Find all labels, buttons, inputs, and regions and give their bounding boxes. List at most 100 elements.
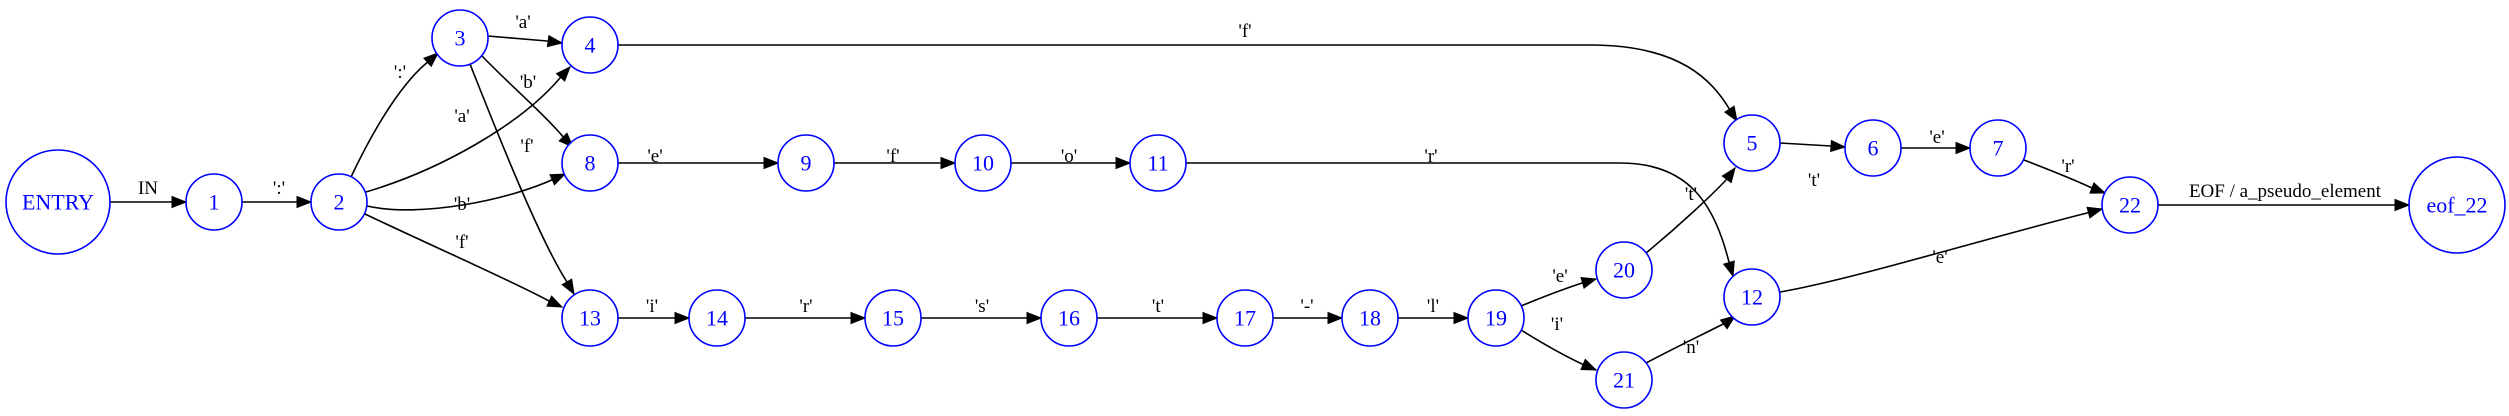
edge-label: 'f': [455, 232, 468, 253]
arrowhead: [1202, 311, 1219, 325]
state-node-n15: 15: [864, 289, 922, 347]
state-node-n16: 16: [1040, 289, 1098, 347]
edge-label: 'f': [520, 136, 533, 157]
state-node-n20: 20: [1595, 241, 1653, 299]
state-circle: [431, 9, 489, 67]
edge-n2-to-n13: 'f': [364, 213, 564, 308]
edge-n2-to-n4: 'a': [365, 65, 571, 193]
state-circle: [688, 289, 746, 347]
edge-n3-to-n4: 'a': [487, 12, 564, 48]
edge-n7-to-n22: 'r': [2023, 156, 2107, 194]
edge-label: 'b': [520, 72, 536, 93]
state-label: 18: [1359, 306, 1381, 331]
edge-line: [365, 66, 571, 193]
state-node-n19: 19: [1467, 289, 1525, 347]
state-label: 10: [972, 151, 994, 176]
state-circle: [561, 289, 619, 347]
state-node-n9: 9: [777, 134, 835, 192]
state-label: 19: [1485, 306, 1507, 331]
arrowhead: [549, 173, 567, 186]
arrowhead: [1115, 156, 1132, 170]
arrowhead: [2394, 198, 2411, 212]
state-node-eof_22: eof_22: [2408, 156, 2506, 254]
state-label: 22: [2119, 193, 2141, 218]
edge-n19-to-n20: 'e': [1520, 266, 1598, 307]
arrowhead: [561, 278, 575, 296]
state-circle: [310, 173, 368, 231]
edge-line: [1645, 167, 1736, 254]
arrowhead: [1722, 260, 1735, 278]
state-label: 11: [1147, 151, 1168, 176]
state-label: 15: [882, 306, 904, 331]
edge-label: 'l': [1427, 296, 1439, 317]
arrowhead: [2086, 206, 2104, 219]
arrowhead: [850, 311, 867, 325]
arrowhead: [1719, 315, 1737, 330]
state-label: 17: [1234, 306, 1256, 331]
edge-n19-to-n21: 'i': [1520, 314, 1598, 371]
edge-n12-to-n22: 'e': [1779, 206, 2104, 293]
edge-label: IN: [138, 178, 158, 199]
state-label: ENTRY: [22, 190, 94, 215]
arrowhead: [1721, 166, 1736, 184]
edge-n6-to-n7: 'e': [1901, 127, 1972, 155]
state-node-n14: 14: [688, 289, 746, 347]
edge-label: 't': [1685, 184, 1697, 205]
arrowhead: [2089, 181, 2107, 194]
arrowhead: [555, 65, 571, 82]
edge-n22-to-eof_22: EOF / a_pseudo_element: [2158, 181, 2411, 212]
edge-n9-to-n10: 'f': [834, 146, 957, 170]
edge-label: '-': [1300, 296, 1313, 317]
edge-label: 'a': [454, 106, 469, 127]
state-node-n17: 17: [1216, 289, 1274, 347]
arrowhead: [546, 295, 564, 308]
edge-n13-to-n14: 'i': [618, 296, 691, 325]
edge-n15-to-n16: 's': [921, 296, 1043, 325]
state-circle: [561, 16, 619, 74]
edge-label: 'r': [799, 296, 812, 317]
edge-label: 'f': [886, 146, 899, 167]
edge-line: [1186, 162, 1734, 277]
state-label: 7: [1993, 136, 2004, 161]
state-node-n3: 3: [431, 9, 489, 67]
arrowhead: [296, 195, 313, 209]
state-circle: [1595, 351, 1653, 409]
edge-n16-to-n17: 't': [1097, 296, 1219, 325]
state-label: 3: [455, 26, 466, 51]
edge-label: 'e': [647, 146, 662, 167]
state-node-n2: 2: [310, 173, 368, 231]
state-label: 21: [1613, 368, 1635, 393]
arrowhead: [1453, 311, 1470, 325]
state-node-n21: 21: [1595, 351, 1653, 409]
state-circle: [185, 173, 243, 231]
edge-n3-to-n8: 'b': [481, 55, 574, 148]
state-node-n13: 13: [561, 289, 619, 347]
state-circle: [1969, 119, 2027, 177]
edge-label: 'o': [1061, 146, 1077, 167]
state-label: 12: [1741, 285, 1763, 310]
edge-line: [1779, 208, 2103, 293]
edge-ENTRY-to-n1: IN: [110, 178, 188, 209]
edge-n8-to-n9: 'e': [618, 146, 780, 170]
state-node-n18: 18: [1341, 289, 1399, 347]
state-node-n8: 8: [561, 134, 619, 192]
edge-label: 'e': [1929, 127, 1944, 148]
edge-line: [481, 55, 574, 148]
edge-label: 'e': [1552, 266, 1567, 287]
state-circle: [1723, 114, 1781, 172]
edge-n18-to-n19: 'l': [1398, 296, 1470, 325]
edge-n2-to-n3: ':': [350, 52, 440, 178]
state-node-n22: 22: [2101, 176, 2159, 234]
edge-label: 't': [1808, 170, 1820, 191]
state-circle: [954, 134, 1012, 192]
edge-label: 't': [1152, 296, 1164, 317]
arrowhead: [763, 156, 780, 170]
arrowhead: [1955, 141, 1972, 155]
state-circle: [561, 134, 619, 192]
state-node-n11: 11: [1129, 134, 1187, 192]
arrowhead: [1327, 311, 1344, 325]
arrowhead: [1026, 311, 1043, 325]
arrowhead: [1580, 358, 1598, 371]
edge-label: ':': [394, 62, 406, 83]
